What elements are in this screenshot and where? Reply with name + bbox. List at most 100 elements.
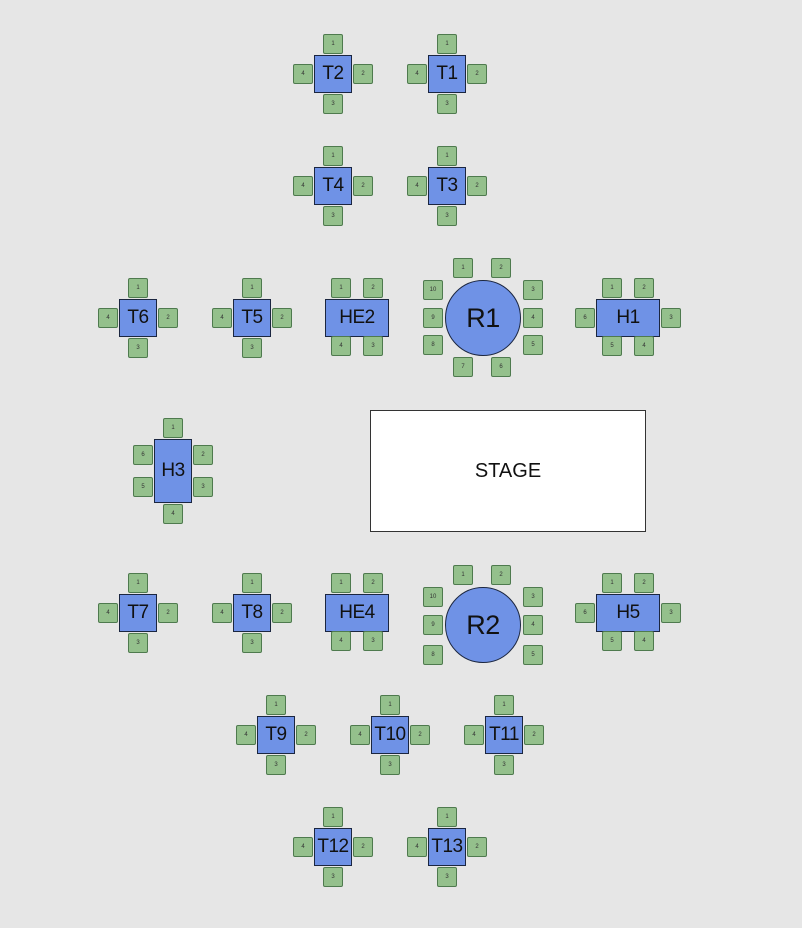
seat-t3-3[interactable]: 3 [437, 206, 457, 226]
seat-t2-1[interactable]: 1 [323, 34, 343, 54]
seat-t1-2[interactable]: 2 [467, 64, 487, 84]
seat-r2-10[interactable]: 10 [423, 587, 443, 607]
seat-t7-1[interactable]: 1 [128, 573, 148, 593]
seat-he4-1[interactable]: 1 [331, 573, 351, 593]
seat-t13-4[interactable]: 4 [407, 837, 427, 857]
seat-h3-3[interactable]: 3 [193, 477, 213, 497]
seat-r2-9[interactable]: 9 [423, 615, 443, 635]
table-t12[interactable]: T12 [314, 828, 352, 866]
seat-h1-2[interactable]: 2 [634, 278, 654, 298]
table-t9[interactable]: T9 [257, 716, 295, 754]
seat-t11-2[interactable]: 2 [524, 725, 544, 745]
table-he4[interactable]: HE4 [325, 594, 389, 632]
seat-t10-4[interactable]: 4 [350, 725, 370, 745]
seat-r1-6[interactable]: 6 [491, 357, 511, 377]
seat-t12-4[interactable]: 4 [293, 837, 313, 857]
seat-t12-2[interactable]: 2 [353, 837, 373, 857]
seat-t10-3[interactable]: 3 [380, 755, 400, 775]
table-t4[interactable]: T4 [314, 167, 352, 205]
seat-t10-1[interactable]: 1 [380, 695, 400, 715]
seat-t6-4[interactable]: 4 [98, 308, 118, 328]
seat-h3-1[interactable]: 1 [163, 418, 183, 438]
seat-t11-1[interactable]: 1 [494, 695, 514, 715]
seat-r1-2[interactable]: 2 [491, 258, 511, 278]
table-t1[interactable]: T1 [428, 55, 466, 93]
seat-r1-4[interactable]: 4 [523, 308, 543, 328]
seat-h3-5[interactable]: 5 [133, 477, 153, 497]
seat-t2-4[interactable]: 4 [293, 64, 313, 84]
table-t13[interactable]: T13 [428, 828, 466, 866]
seat-t9-1[interactable]: 1 [266, 695, 286, 715]
seat-t5-4[interactable]: 4 [212, 308, 232, 328]
seat-r1-1[interactable]: 1 [453, 258, 473, 278]
seat-h5-2[interactable]: 2 [634, 573, 654, 593]
seat-h1-4[interactable]: 4 [634, 336, 654, 356]
seat-r2-3[interactable]: 3 [523, 587, 543, 607]
seat-t11-4[interactable]: 4 [464, 725, 484, 745]
seat-r1-3[interactable]: 3 [523, 280, 543, 300]
table-r2[interactable]: R2 [445, 587, 521, 663]
seat-h5-1[interactable]: 1 [602, 573, 622, 593]
seat-t3-1[interactable]: 1 [437, 146, 457, 166]
table-t7[interactable]: T7 [119, 594, 157, 632]
seat-r2-2[interactable]: 2 [491, 565, 511, 585]
seat-t6-3[interactable]: 3 [128, 338, 148, 358]
seat-t8-1[interactable]: 1 [242, 573, 262, 593]
seat-t7-4[interactable]: 4 [98, 603, 118, 623]
seat-r2-4[interactable]: 4 [523, 615, 543, 635]
seat-t1-3[interactable]: 3 [437, 94, 457, 114]
seat-h3-6[interactable]: 6 [133, 445, 153, 465]
seat-t8-4[interactable]: 4 [212, 603, 232, 623]
seat-t9-4[interactable]: 4 [236, 725, 256, 745]
seat-h1-3[interactable]: 3 [661, 308, 681, 328]
table-t11[interactable]: T11 [485, 716, 523, 754]
seat-h1-1[interactable]: 1 [602, 278, 622, 298]
table-t8[interactable]: T8 [233, 594, 271, 632]
seat-t6-2[interactable]: 2 [158, 308, 178, 328]
table-t2[interactable]: T2 [314, 55, 352, 93]
seat-h5-5[interactable]: 5 [602, 631, 622, 651]
seat-r2-5[interactable]: 5 [523, 645, 543, 665]
seat-t1-1[interactable]: 1 [437, 34, 457, 54]
table-t6[interactable]: T6 [119, 299, 157, 337]
seat-t12-1[interactable]: 1 [323, 807, 343, 827]
table-h1[interactable]: H1 [596, 299, 660, 337]
seat-t7-3[interactable]: 3 [128, 633, 148, 653]
seat-t4-2[interactable]: 2 [353, 176, 373, 196]
seat-he4-4[interactable]: 4 [331, 631, 351, 651]
seat-t3-4[interactable]: 4 [407, 176, 427, 196]
seat-he2-1[interactable]: 1 [331, 278, 351, 298]
seat-r1-9[interactable]: 9 [423, 308, 443, 328]
table-h3[interactable]: H3 [154, 439, 192, 503]
seat-r1-7[interactable]: 7 [453, 357, 473, 377]
seat-he2-4[interactable]: 4 [331, 336, 351, 356]
seat-h5-4[interactable]: 4 [634, 631, 654, 651]
seat-t2-2[interactable]: 2 [353, 64, 373, 84]
seat-t4-4[interactable]: 4 [293, 176, 313, 196]
seat-t2-3[interactable]: 3 [323, 94, 343, 114]
seat-t13-1[interactable]: 1 [437, 807, 457, 827]
seat-t5-1[interactable]: 1 [242, 278, 262, 298]
seat-h3-4[interactable]: 4 [163, 504, 183, 524]
seat-h1-6[interactable]: 6 [575, 308, 595, 328]
seat-he2-2[interactable]: 2 [363, 278, 383, 298]
seat-h1-5[interactable]: 5 [602, 336, 622, 356]
seat-t10-2[interactable]: 2 [410, 725, 430, 745]
seat-r1-5[interactable]: 5 [523, 335, 543, 355]
seat-t13-3[interactable]: 3 [437, 867, 457, 887]
seat-t7-2[interactable]: 2 [158, 603, 178, 623]
seat-t4-1[interactable]: 1 [323, 146, 343, 166]
seat-r2-1[interactable]: 1 [453, 565, 473, 585]
seat-t8-3[interactable]: 3 [242, 633, 262, 653]
seat-r2-8[interactable]: 8 [423, 645, 443, 665]
seat-t13-2[interactable]: 2 [467, 837, 487, 857]
seat-t5-3[interactable]: 3 [242, 338, 262, 358]
seat-h5-3[interactable]: 3 [661, 603, 681, 623]
seat-t12-3[interactable]: 3 [323, 867, 343, 887]
seat-t1-4[interactable]: 4 [407, 64, 427, 84]
table-he2[interactable]: HE2 [325, 299, 389, 337]
seat-h5-6[interactable]: 6 [575, 603, 595, 623]
table-t10[interactable]: T10 [371, 716, 409, 754]
seat-he4-3[interactable]: 3 [363, 631, 383, 651]
seat-t11-3[interactable]: 3 [494, 755, 514, 775]
